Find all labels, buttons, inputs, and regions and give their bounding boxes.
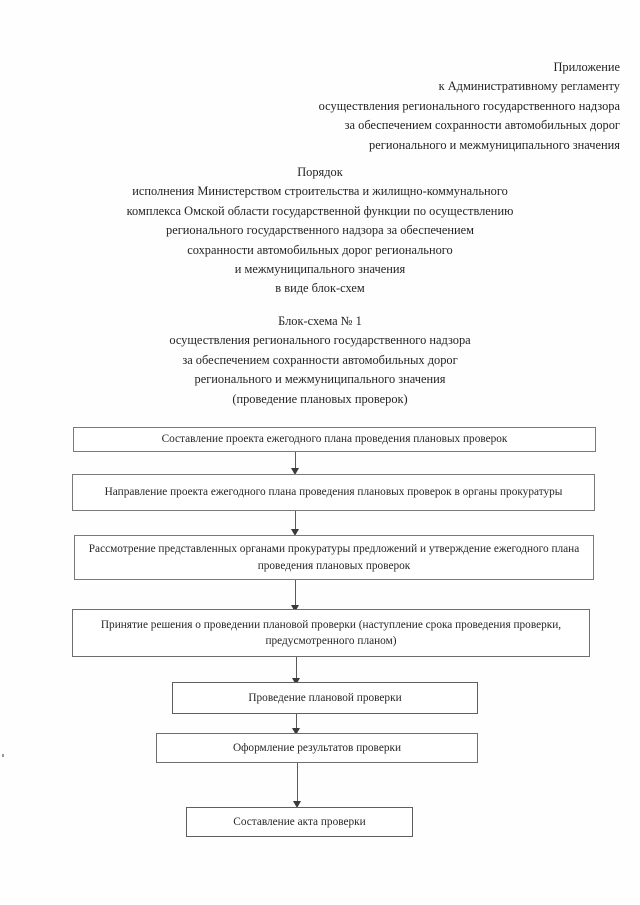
order-heading-line-4: регионального государственного надзора з… — [166, 223, 474, 238]
flow-node-7: Составление акта проверки — [186, 807, 413, 837]
appendix-heading-line-3: осуществления регионального государствен… — [318, 98, 620, 113]
scheme-heading-line-4: регионального и межмуниципального значен… — [194, 372, 446, 387]
order-heading-line-7: в виде блок-схем — [275, 281, 365, 296]
scheme-heading-line-2: осуществления регионального государствен… — [169, 333, 471, 348]
appendix-heading-line-5: регионального и межмуниципального значен… — [369, 137, 620, 152]
flow-node-6: Оформление результатов проверки — [156, 733, 478, 763]
flow-node-3: Рассмотрение представленных органами про… — [74, 535, 594, 580]
flow-connector-3-4 — [295, 580, 296, 608]
order-heading-line-3: комплекса Омской области государственной… — [126, 203, 514, 218]
scheme-heading-line-3: за обеспечением сохранности автомобильны… — [182, 352, 458, 367]
appendix-heading: Приложение к Административному регламент… — [120, 58, 620, 155]
flow-arrowhead-3-4 — [291, 605, 299, 612]
scheme-heading-line-5: (проведение плановых проверок) — [232, 391, 408, 406]
flow-node-2: Направление проекта ежегодного плана про… — [72, 474, 595, 511]
flow-arrowhead-1-2 — [291, 468, 299, 475]
flow-connector-6-7 — [297, 763, 298, 805]
flow-node-7-label: Составление акта проверки — [233, 815, 366, 828]
appendix-heading-line-4: за обеспечением сохранности автомобильны… — [344, 118, 620, 133]
flow-node-1-label: Составление проекта ежегодного плана про… — [161, 433, 508, 446]
scheme-heading-line-1: Блок-схема № 1 — [278, 314, 362, 328]
scan-speck — [2, 754, 4, 757]
flow-arrowhead-5-6 — [292, 728, 300, 735]
flow-node-2-label: Направление проекта ежегодного плана про… — [104, 486, 563, 499]
flow-arrowhead-4-5 — [292, 678, 300, 685]
flow-connector-1-2 — [295, 452, 296, 470]
appendix-heading-line-2: к Административному регламенту — [438, 79, 620, 94]
flow-node-5-label: Проведение плановой проверки — [248, 691, 402, 704]
flow-arrowhead-6-7 — [293, 801, 301, 808]
appendix-heading-line-1: Приложение — [553, 60, 620, 74]
flow-node-6-label: Оформление результатов проверки — [232, 741, 402, 754]
flow-node-4-label: Принятие решения о проведении плановой п… — [100, 618, 562, 647]
flow-node-4: Принятие решения о проведении плановой п… — [72, 609, 590, 657]
flow-connector-2-3 — [295, 511, 296, 531]
order-heading-line-2: исполнения Министерством строительства и… — [132, 184, 508, 199]
order-heading-line-5: сохранности автомобильных дорог регионал… — [187, 242, 453, 257]
flow-connector-5-6 — [296, 714, 297, 730]
flow-node-1: Составление проекта ежегодного плана про… — [73, 427, 596, 452]
flow-node-5: Проведение плановой проверки — [172, 682, 478, 714]
order-heading-line-1: Порядок — [297, 165, 343, 179]
flow-arrowhead-2-3 — [291, 529, 299, 536]
order-heading: Порядок исполнения Министерством строите… — [40, 163, 600, 299]
order-heading-line-6: и межмуниципального значения — [234, 262, 406, 277]
scheme-heading: Блок-схема № 1 осуществления регионально… — [40, 312, 600, 409]
flow-node-3-label: Рассмотрение представленных органами про… — [88, 543, 580, 572]
flow-connector-4-5 — [296, 657, 297, 681]
